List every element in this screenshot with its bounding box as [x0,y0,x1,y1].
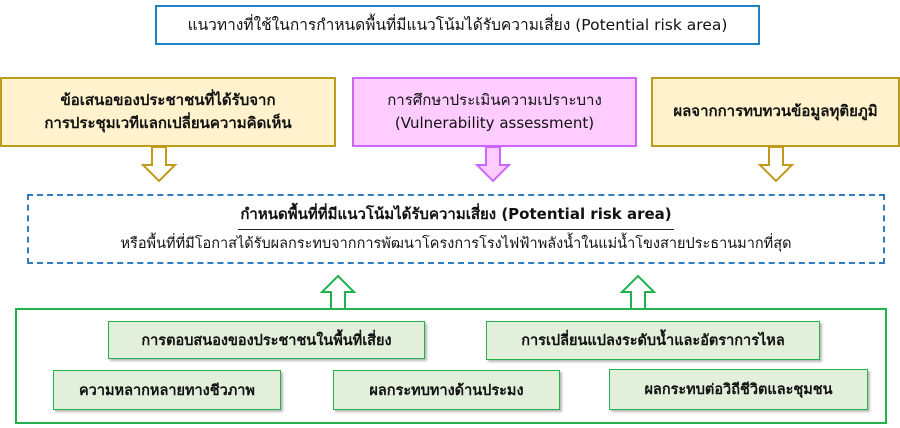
input-text-line: การศึกษาประเมินความเปราะบาง [387,90,602,109]
down-arrow-icon [757,146,795,183]
diagram-title-box: แนวทางที่ใช้ในการกำหนดพื้นที่มีแนวโน้มได… [155,5,760,45]
input-box-public-proposals: ข้อเสนอของประชาชนที่ได้รับจาก การประชุมเ… [0,77,336,147]
factor-box: การตอบสนองของประชาชนในพื้นที่เสี่ยง [108,321,425,359]
up-arrow-icon [619,274,657,311]
input-text-line: การประชุมเวทีแลกเปลี่ยนความคิดเห็น [44,114,292,132]
up-arrow-icon [319,274,357,311]
factor-label: ความหลากหลายทางชีวภาพ [78,382,255,399]
input-text-line: ข้อเสนอของประชาชนที่ได้รับจาก [60,90,276,109]
factor-box: ผลกระทบทางด้านประมง [333,370,560,410]
factor-box: การเปลี่ยนแปลงระดับน้ำและอัตราการไหล [486,321,820,360]
input-box-vulnerability-assessment: การศึกษาประเมินความเปราะบาง (Vulnerabili… [352,77,637,147]
factor-label: ผลกระทบต่อวิถีชีวิตและชุมชน [644,382,833,398]
input-text-line: (Vulnerability assessment) [394,114,595,132]
factor-label: การตอบสนองของประชาชนในพื้นที่เสี่ยง [141,332,392,349]
diagram-title: แนวทางที่ใช้ในการกำหนดพื้นที่มีแนวโน้มได… [187,15,728,34]
factor-box: ความหลากหลายทางชีวภาพ [53,370,281,410]
factor-label: การเปลี่ยนแปลงระดับน้ำและอัตราการไหล [521,333,785,349]
result-description: หรือพื้นที่ที่มีโอกาสได้รับผลกระทบจากการ… [120,235,792,252]
result-heading: กำหนดพื้นที่ที่มีแนวโน้มได้รับความเสี่ยง… [238,203,674,230]
down-arrow-icon [474,146,512,183]
input-text-line: ผลจากการทบทวนข้อมูลทุติยภูมิ [673,102,878,121]
factor-label: ผลกระทบทางด้านประมง [369,382,524,399]
potential-risk-area-box: กำหนดพื้นที่ที่มีแนวโน้มได้รับความเสี่ยง… [27,194,885,264]
down-arrow-icon [140,146,178,183]
factor-box: ผลกระทบต่อวิถีชีวิตและชุมชน [609,369,868,410]
input-box-secondary-data: ผลจากการทบทวนข้อมูลทุติยภูมิ [651,77,900,147]
